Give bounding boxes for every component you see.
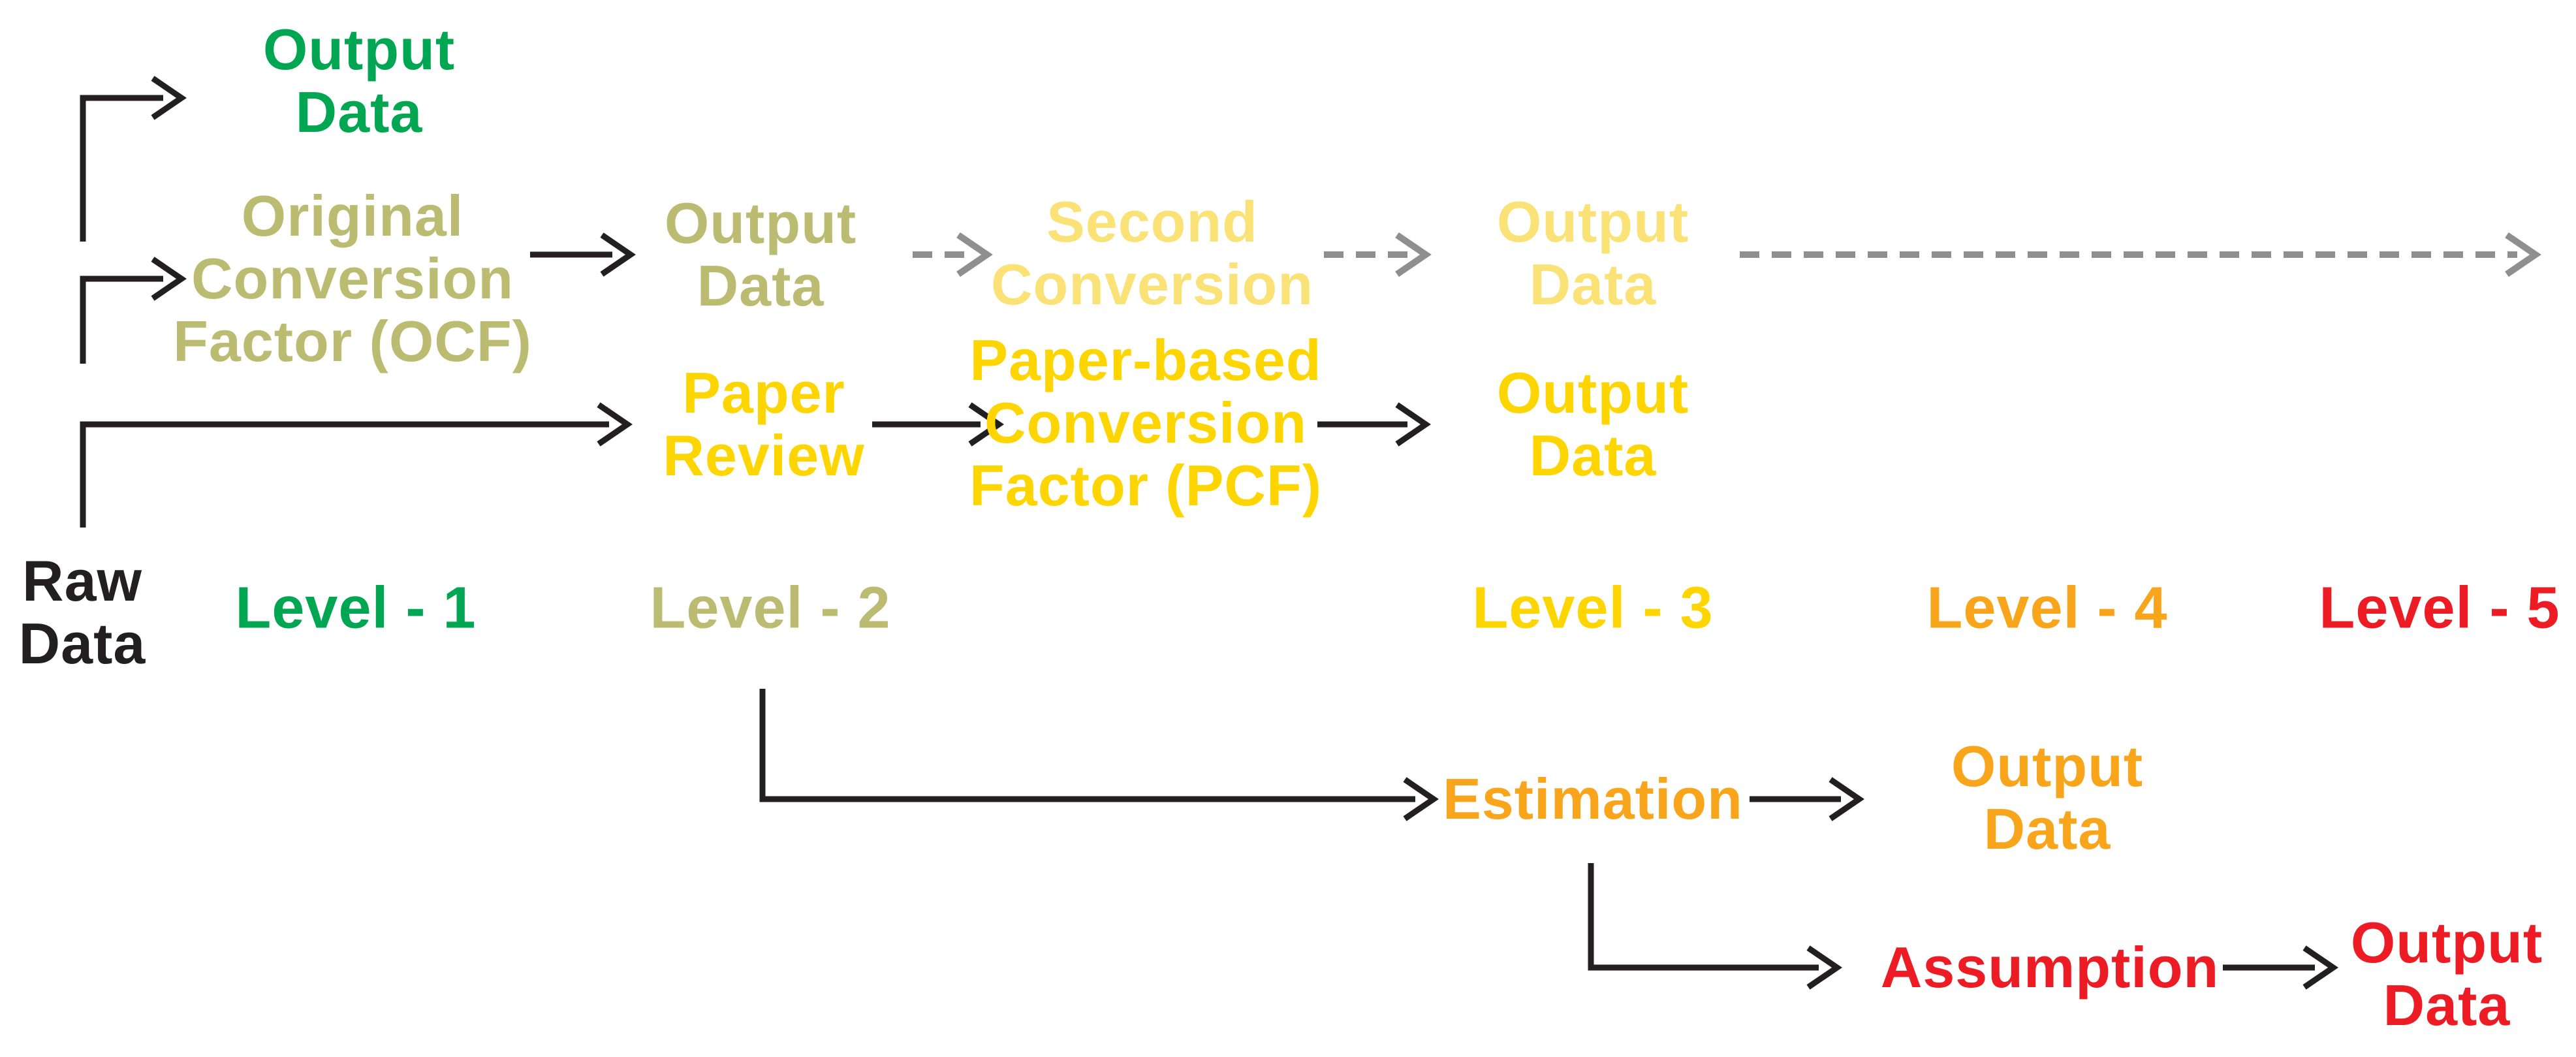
arrow-raw-to-output1-elbow [80,95,163,242]
node-output-data-level2: Output Data [664,191,857,318]
level-4-label: Level - 4 [1926,575,2168,641]
arrowhead-pcf-to-output4 [1395,402,1431,447]
level-2-label: Level - 2 [650,575,891,641]
node-output-data-level1: Output Data [262,17,456,144]
arrowhead-assumption-to-output6 [2302,945,2338,990]
arrowhead-output2-to-second-conversion [956,232,993,277]
arrow-raw-to-paper-review-elbow [80,421,609,528]
level-5-label: Level - 5 [2319,575,2560,641]
arrowhead-continuation [2505,232,2541,277]
arrow-level2-to-estimation-elbow [759,689,1415,802]
arrowhead-paper-review-to-pcf [968,402,1004,447]
level-1-label: Level - 1 [235,575,477,641]
node-assumption: Assumption [1880,935,2220,1000]
node-estimation: Estimation [1443,766,1743,832]
arrowhead-level2-to-estimation [1403,777,1439,821]
arrowhead-estimation-to-assumption [1806,945,1842,990]
node-output-data-level4: Output Data [1951,734,2144,861]
node-second-conversion: Second Conversion [990,189,1314,317]
node-paper-based-conversion-factor: Paper-based Conversion Factor (PCF) [969,328,1322,518]
arrow-estimation-to-assumption-elbow [1588,863,1819,971]
arrowhead-raw-to-ocf [151,257,187,301]
node-paper-review: Paper Review [663,360,865,488]
arrow-raw-to-ocf-elbow [80,276,163,364]
node-original-conversion-factor: Original Conversion Factor (OCF) [173,183,532,373]
arrowhead-raw-to-output1 [151,76,187,120]
node-output-data-level5: Output Data [2350,910,2543,1037]
node-raw-data: Raw Data [18,548,146,676]
node-output-data-level3: Output Data [1496,360,1689,488]
level-3-label: Level - 3 [1472,575,1714,641]
arrowhead-second-conversion-to-output3 [1395,232,1432,277]
node-output-data-second-conversion: Output Data [1496,189,1689,317]
arrowhead-estimation-to-output5 [1829,777,1864,821]
arrowhead-ocf-to-output2 [600,232,636,277]
arrowhead-raw-to-paper-review [597,402,633,447]
